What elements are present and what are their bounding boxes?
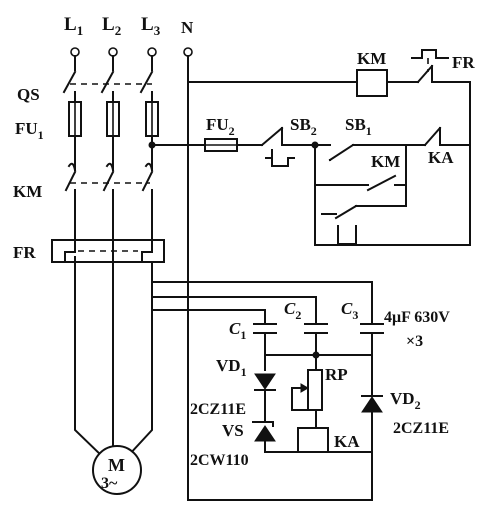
- label-km-coil: KM: [357, 49, 386, 68]
- main-lines: [51, 55, 165, 460]
- label-km-main: KM: [13, 182, 42, 201]
- motor: [92, 445, 142, 495]
- motor-phase-label: 3~: [101, 475, 118, 492]
- label-cap-count: ×3: [406, 333, 423, 350]
- label-ka-coil: KA: [334, 432, 360, 451]
- capacitor-circuit: [151, 281, 384, 501]
- label-c2: C2: [284, 299, 301, 322]
- control-circuit: [148, 49, 471, 246]
- label-sb2: SB2: [290, 115, 317, 138]
- label-vd1-model: 2CZ11E: [190, 401, 246, 418]
- terminal-l1: [70, 47, 80, 57]
- tap-l3: [151, 281, 373, 323]
- supply-terminals: [70, 47, 193, 57]
- terminal-l3: [147, 47, 157, 57]
- label-fr-contact: FR: [452, 53, 475, 72]
- label-vd2-model: 2CZ11E: [393, 420, 449, 437]
- ka-coil: [297, 427, 329, 453]
- km-coil: [356, 69, 388, 97]
- tap-l1: [151, 309, 266, 323]
- potentiometer-rp: [307, 369, 323, 411]
- label-l3: L3: [141, 14, 161, 38]
- label-l2: L2: [102, 14, 121, 38]
- terminal-n: [183, 47, 193, 57]
- sb2-button: [265, 157, 295, 167]
- label-vs: VS: [222, 421, 244, 440]
- label-sb1: SB1: [345, 115, 372, 138]
- label-vd2: VD2: [390, 389, 421, 412]
- label-fr-main: FR: [13, 243, 36, 262]
- sb1-button: [337, 225, 357, 245]
- label-vd1: VD1: [216, 356, 247, 379]
- terminal-l2: [108, 47, 118, 57]
- label-c3: C3: [341, 299, 358, 322]
- label-qs: QS: [17, 85, 40, 104]
- label-fu1: FU1: [15, 119, 44, 142]
- thermal-relay-fr: [51, 239, 165, 263]
- fr-contact-actuator: [411, 49, 449, 59]
- label-ka-contact: KA: [428, 148, 454, 167]
- motor-label: M: [108, 455, 125, 475]
- label-km-aux: KM: [371, 152, 400, 171]
- label-fu2: FU2: [206, 115, 235, 138]
- label-vs-model: 2CW110: [190, 452, 249, 469]
- label-rp: RP: [325, 365, 348, 384]
- label-cap-rating: 4μF 630V: [384, 309, 450, 326]
- label-c1: C1: [229, 319, 246, 342]
- tap-l2: [151, 296, 317, 323]
- label-n: N: [181, 18, 194, 37]
- label-l1: L1: [64, 14, 83, 38]
